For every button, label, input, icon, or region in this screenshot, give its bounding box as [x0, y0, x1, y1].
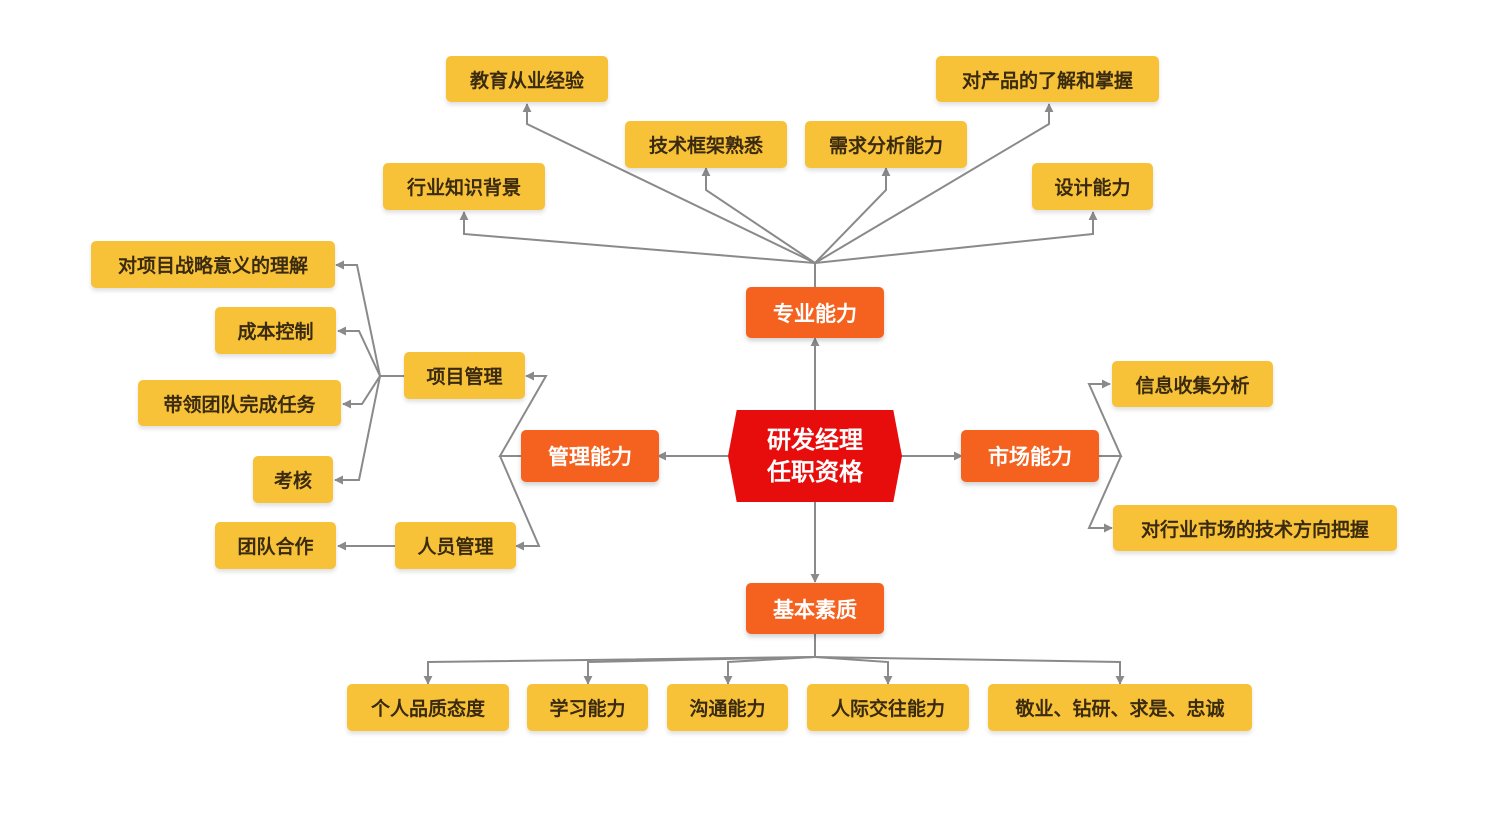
category-basic: 基本素质 [746, 583, 884, 634]
leaf-interpersonal-ability: 人际交往能力 [807, 684, 969, 731]
leaf-info-collection: 信息收集分析 [1112, 361, 1273, 407]
link-basic-communication [723, 656, 816, 685]
link-prof-edu [522, 103, 816, 264]
link-mgmt-project [498, 371, 548, 457]
link-mgmt-personnel [499, 455, 541, 551]
leaf-cost-control: 成本控制 [215, 307, 336, 354]
link-basic-dedication [814, 656, 1125, 685]
subcategory-personnel-management: 人员管理 [395, 522, 516, 569]
link-proj-strategy [335, 260, 404, 377]
subcategory-project-management: 项目管理 [404, 352, 525, 399]
link-proj-assess [334, 375, 381, 485]
leaf-assessment: 考核 [253, 456, 333, 503]
leaf-product-understanding: 对产品的了解和掌握 [936, 56, 1159, 102]
link-prof-requirements [814, 167, 891, 264]
link-market-industry [1087, 455, 1122, 533]
leaf-industry-tech-direction: 对行业市场的技术方向把握 [1113, 505, 1397, 551]
root-line-2: 任职资格 [767, 458, 863, 486]
link-prof-product [814, 103, 1054, 264]
link-basic-interpersonal [814, 656, 893, 685]
leaf-education-experience: 教育从业经验 [446, 56, 608, 102]
link-proj-cost [337, 326, 381, 377]
root-line-1: 研发经理 [767, 426, 863, 454]
link-prof-industry [459, 211, 816, 264]
link-market-info [1087, 379, 1123, 457]
leaf-requirements-analysis: 需求分析能力 [805, 121, 967, 168]
leaf-framework-familiarity: 技术框架熟悉 [625, 121, 787, 168]
link-proj-team [342, 375, 381, 409]
leaf-communication-ability: 沟通能力 [667, 684, 788, 731]
leaf-learning-ability: 学习能力 [527, 684, 648, 731]
leaf-personal-character: 个人品质态度 [347, 684, 509, 731]
leaf-dedication: 敬业、钻研、求是、忠诚 [988, 684, 1252, 731]
leaf-lead-team: 带领团队完成任务 [138, 380, 341, 426]
link-prof-framework [701, 167, 816, 264]
link-basic-learning [583, 656, 816, 685]
leaf-teamwork: 团队合作 [215, 522, 336, 569]
category-professional: 专业能力 [746, 287, 884, 338]
link-prof-design [814, 211, 1098, 264]
leaf-strategic-understanding: 对项目战略意义的理解 [91, 241, 335, 288]
leaf-industry-knowledge: 行业知识背景 [383, 163, 545, 210]
category-management: 管理能力 [521, 430, 659, 482]
link-basic-character [423, 656, 816, 685]
root-node: 研发经理 任职资格 [728, 410, 902, 502]
leaf-design-ability: 设计能力 [1032, 163, 1153, 210]
category-market: 市场能力 [961, 430, 1099, 482]
